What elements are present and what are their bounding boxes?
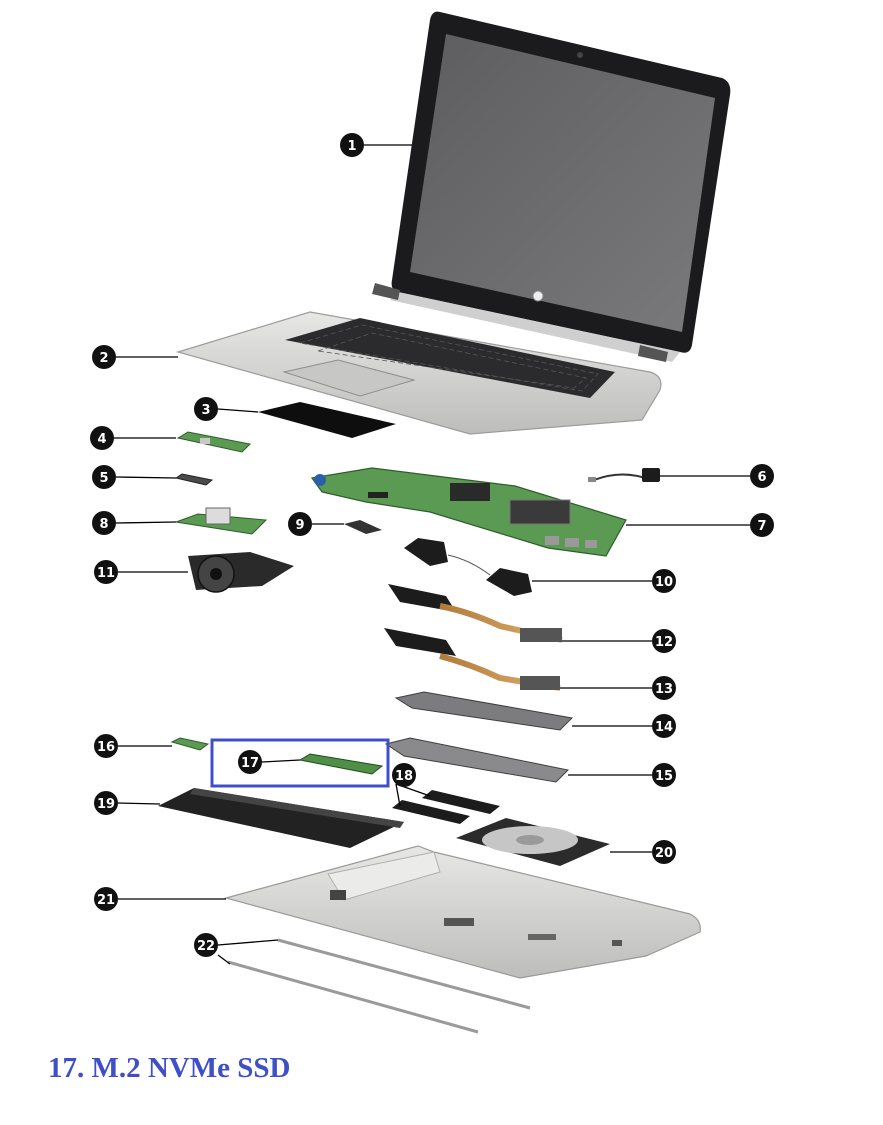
svg-text:11: 11 [97, 566, 115, 581]
svg-text:14: 14 [655, 720, 673, 735]
callout-2: 2 [92, 345, 116, 369]
svg-text:17: 17 [241, 756, 259, 771]
display-assembly [372, 11, 731, 362]
hard-drive [456, 818, 610, 866]
callout-20: 20 [652, 840, 676, 864]
callout-badges: 1 2 3 4 5 6 7 8 9 10 11 12 13 14 15 16 1… [90, 133, 774, 957]
svg-text:2: 2 [99, 351, 108, 366]
callout-19: 19 [94, 791, 118, 815]
callout-15: 15 [652, 763, 676, 787]
cooling-fan [188, 552, 294, 593]
memory-modules [392, 790, 500, 824]
callout-1: 1 [340, 133, 364, 157]
part-5 [174, 473, 214, 486]
callout-14: 14 [652, 714, 676, 738]
touchpad-plate [258, 402, 396, 438]
svg-text:7: 7 [757, 519, 766, 534]
ssd-highlight-box [210, 738, 390, 788]
part-8-io-board [174, 507, 268, 535]
callout-5: 5 [92, 465, 116, 489]
callout-16: 16 [94, 734, 118, 758]
part-9-bracket [344, 520, 382, 534]
bottom-cover [223, 845, 701, 979]
callout-3: 3 [194, 397, 218, 421]
callout-8: 8 [92, 511, 116, 535]
power-connector-cable [588, 468, 660, 482]
callout-18: 18 [392, 763, 416, 787]
svg-text:4: 4 [97, 432, 106, 447]
callout-6: 6 [750, 464, 774, 488]
wlan-module [170, 737, 210, 751]
svg-text:20: 20 [655, 846, 673, 861]
svg-text:6: 6 [757, 470, 766, 485]
battery [158, 788, 404, 848]
svg-text:18: 18 [395, 769, 413, 784]
callout-13: 13 [652, 676, 676, 700]
callout-9: 9 [288, 512, 312, 536]
callout-17: 17 [238, 750, 262, 774]
svg-text:10: 10 [655, 575, 673, 590]
callout-22: 22 [194, 933, 218, 957]
heat-sink-13 [384, 628, 561, 691]
top-cover-keyboard [175, 311, 662, 435]
rubber-feet-strips [227, 938, 531, 1034]
svg-text:5: 5 [99, 471, 108, 486]
leader-lines [114, 144, 750, 965]
svg-text:8: 8 [99, 517, 108, 532]
highlighted-part-caption: 17. M.2 NVMe SSD [48, 1052, 291, 1084]
part-4-board [176, 431, 252, 453]
svg-text:16: 16 [97, 740, 115, 755]
svg-text:1: 1 [347, 139, 356, 154]
callout-4: 4 [90, 426, 114, 450]
callout-11: 11 [94, 560, 118, 584]
callout-12: 12 [652, 629, 676, 653]
callout-21: 21 [94, 887, 118, 911]
bracket-plate-14 [394, 691, 574, 731]
callout-10: 10 [652, 569, 676, 593]
svg-text:9: 9 [295, 518, 304, 533]
speakers [404, 538, 532, 596]
bracket-plate-15 [384, 737, 570, 783]
system-board [310, 467, 627, 557]
svg-text:12: 12 [655, 635, 673, 650]
svg-text:13: 13 [655, 682, 673, 697]
svg-text:21: 21 [97, 893, 115, 908]
svg-text:3: 3 [201, 403, 210, 418]
heat-sink-12 [388, 584, 563, 643]
svg-text:22: 22 [197, 939, 215, 954]
svg-text:15: 15 [655, 769, 673, 784]
m2-nvme-ssd [210, 738, 390, 788]
svg-text:19: 19 [97, 797, 115, 812]
callout-7: 7 [750, 513, 774, 537]
